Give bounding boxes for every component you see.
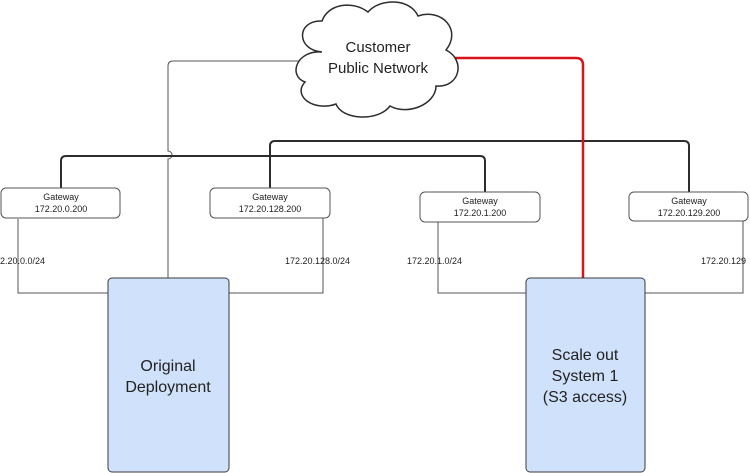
subnet-line-1 [17, 218, 324, 294]
link-cloud-to-original-deployment [167, 60, 304, 278]
link-cloud-to-scale-out-system [444, 56, 585, 278]
gateway-3-ip: 172.20.1.200 [454, 208, 507, 218]
scale-out-label-line-1: Scale out [552, 347, 619, 364]
bus-line-1 [60, 155, 486, 193]
scale-out-label-line-3: (S3 access) [543, 389, 627, 406]
gateway-box-2: Gateway 172.20.128.200 [209, 187, 331, 219]
gateway-1-title: Gateway [43, 192, 79, 202]
original-deployment-box: Original Deployment [107, 277, 230, 473]
cloud-label-line-2: Public Network [328, 60, 429, 77]
cloud-label-line-1: Customer [345, 39, 410, 56]
gateway-2-ip: 172.20.128.200 [239, 204, 302, 214]
gateway-4-title: Gateway [671, 196, 707, 206]
bus-line-2 [269, 140, 690, 192]
subnet-label-1: 2.20.0.0/24 [0, 256, 45, 266]
subnet-line-2 [437, 221, 744, 294]
gateway-4-ip: 172.20.129.200 [658, 208, 721, 218]
gateway-box-1: Gateway 172.20.0.200 [0, 187, 121, 219]
scale-out-label-line-2: System 1 [552, 368, 619, 385]
gateway-1-ip: 172.20.0.200 [35, 204, 88, 214]
original-deployment-label-line-2: Deployment [125, 379, 211, 396]
subnet-label-3: 172.20.1.0/24 [407, 256, 462, 266]
gateway-3-title: Gateway [462, 196, 498, 206]
customer-public-network-cloud: Customer Public Network [295, 1, 459, 118]
subnet-label-4: 172.20.129 [701, 256, 746, 266]
original-deployment-label-line-1: Original [140, 358, 195, 375]
gateway-box-4: Gateway 172.20.129.200 [628, 191, 749, 222]
gateway-2-title: Gateway [252, 192, 288, 202]
subnet-label-2: 172.20.128.0/24 [285, 256, 350, 266]
gateway-box-3: Gateway 172.20.1.200 [419, 191, 541, 223]
scale-out-system-box: Scale out System 1 (S3 access) [525, 277, 646, 473]
